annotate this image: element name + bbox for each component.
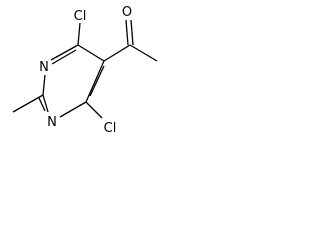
bond-carbonyl-methyl (129, 44, 158, 62)
bond-c6-c5 (85, 60, 105, 103)
atom-n-upper: N (39, 60, 49, 75)
bond-c2-n-lower (42, 94, 49, 113)
atom-n-lower: N (47, 115, 57, 130)
bond-n-lower-c6 (59, 101, 87, 118)
bond-c2-methyl (12, 94, 44, 113)
bond-c2-n-lower-inner (38, 97, 46, 112)
bond-c6-c5-inner (89, 65, 105, 97)
bond-c4-n-upper (50, 44, 79, 61)
bond-c6-cl (85, 101, 103, 119)
bond-c4-c5 (77, 44, 105, 62)
atom-o-carbonyl: O (122, 5, 132, 20)
bond-c5-carbonyl (103, 44, 131, 62)
molecule-diagram: Cl Cl N N O (12, 5, 158, 136)
bond-c4-n-upper-inner (51, 49, 77, 65)
bond-carbonyl-o (125, 19, 129, 46)
bond-n-upper-c2 (42, 74, 46, 96)
bond-c4-cl (77, 22, 81, 46)
atom-cl-bottom: Cl (104, 121, 117, 136)
bond-carbonyl-o-double (130, 19, 134, 46)
atom-cl-top: Cl (74, 9, 87, 24)
